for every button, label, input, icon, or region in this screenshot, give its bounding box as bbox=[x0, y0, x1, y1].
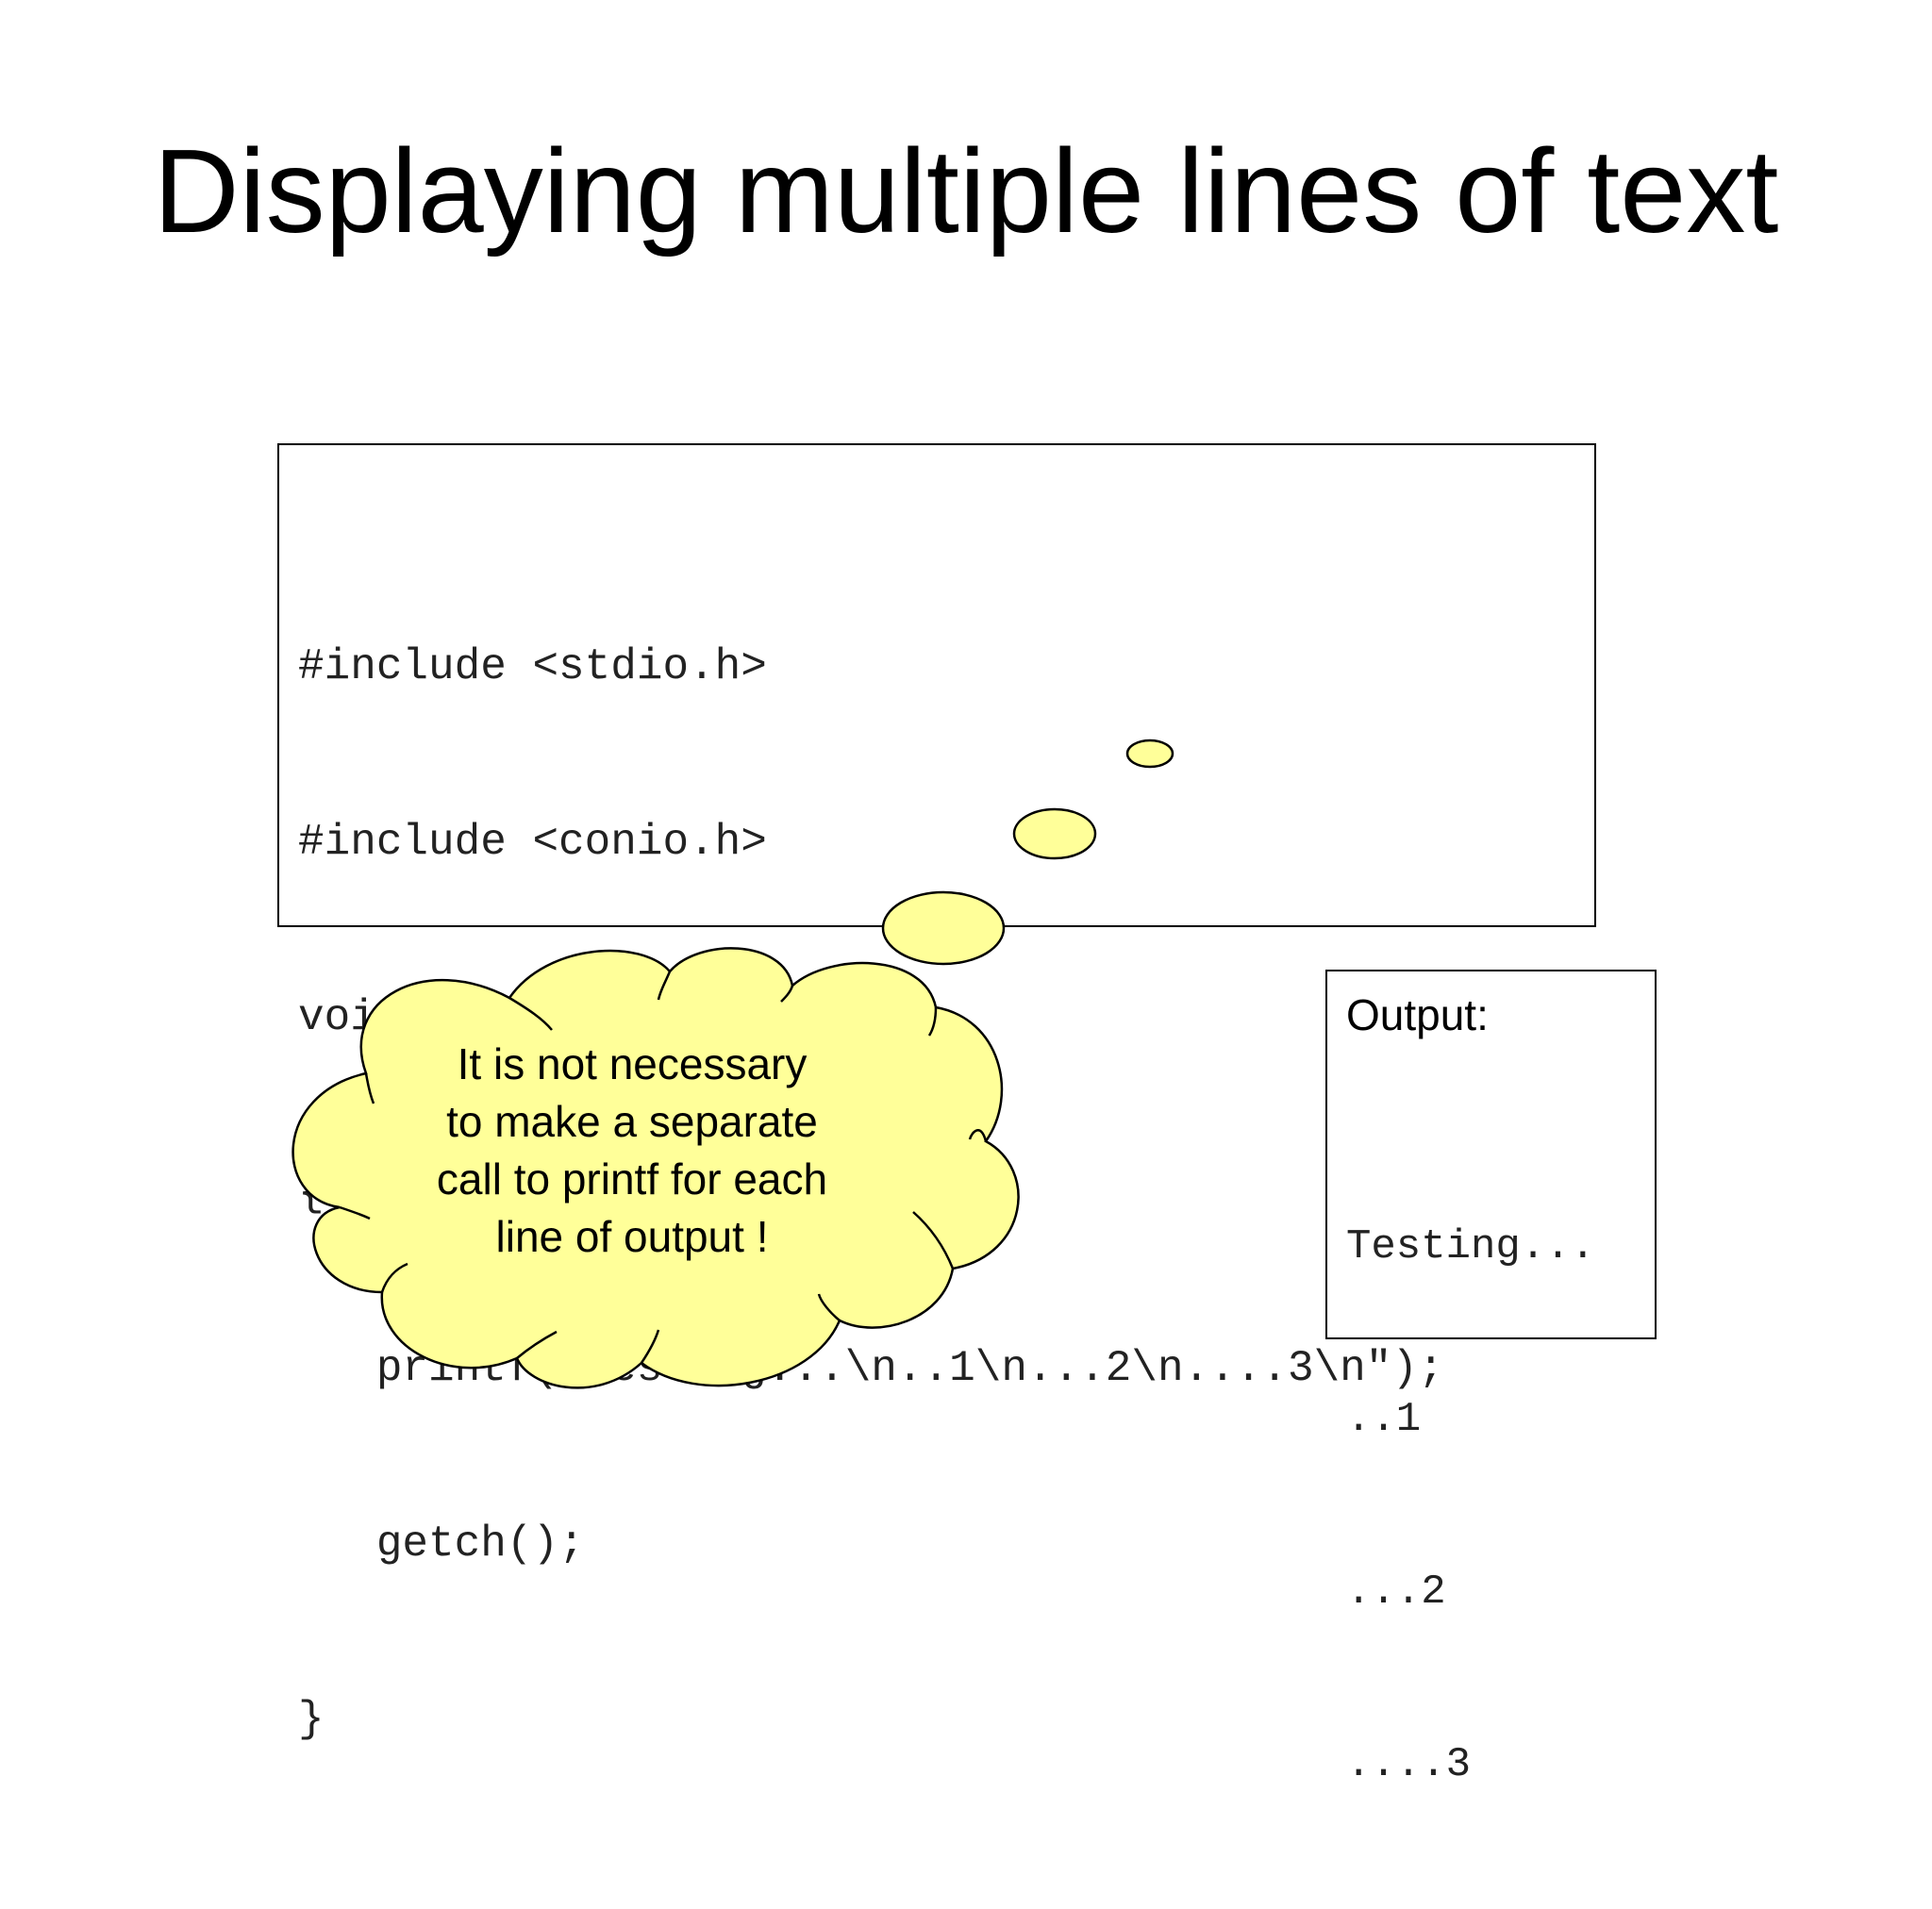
thought-bubble-large bbox=[881, 890, 1006, 966]
callout-line: call to printf for each bbox=[436, 1154, 828, 1204]
callout-text: It is not necessary to make a separate c… bbox=[377, 1036, 887, 1266]
code-line: getch(); bbox=[298, 1519, 585, 1569]
output-listing: Testing... ..1 ...2 ....3 bbox=[1346, 1104, 1595, 1909]
slide-title: Displaying multiple lines of text bbox=[153, 124, 1779, 257]
output-line: ...2 bbox=[1346, 1569, 1446, 1616]
callout-line: It is not necessary bbox=[457, 1039, 808, 1088]
code-line: #include <stdio.h> bbox=[298, 642, 767, 691]
thought-cloud bbox=[291, 739, 1174, 1389]
thought-bubble-small bbox=[1125, 739, 1174, 769]
code-line: #include <conio.h> bbox=[298, 818, 767, 867]
output-line: ....3 bbox=[1346, 1741, 1472, 1788]
callout-line: to make a separate bbox=[446, 1097, 818, 1146]
output-box: Output: Testing... ..1 ...2 ....3 bbox=[1325, 970, 1657, 1788]
output-line: Testing... bbox=[1346, 1223, 1596, 1270]
output-line: ..1 bbox=[1346, 1396, 1422, 1443]
thought-bubble-medium bbox=[1012, 807, 1097, 860]
code-line: } bbox=[298, 1695, 325, 1744]
callout-line: line of output ! bbox=[495, 1212, 769, 1261]
output-label: Output: bbox=[1346, 990, 1489, 1039]
